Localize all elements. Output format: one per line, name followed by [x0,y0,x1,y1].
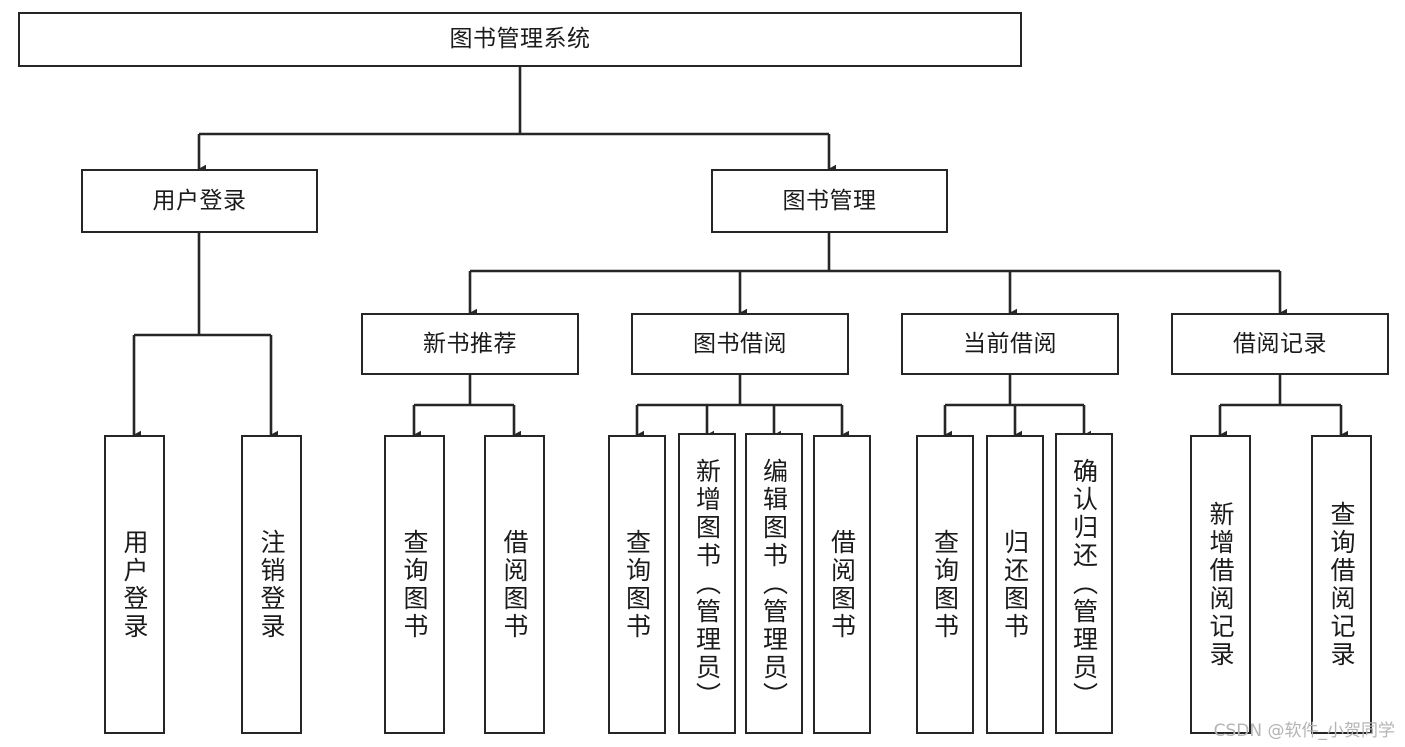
root-node-图书管理系统-0[interactable]: 图书管理系统 [18,12,1022,67]
leaf-node-编辑图书管理员-6[interactable]: 编辑图书（管理员） [745,433,803,734]
leaf-node-查询借阅记录-12[interactable]: 查询借阅记录 [1311,435,1372,734]
node-label: 用户登录 [152,187,247,214]
leaf-node-新增图书管理员-5[interactable]: 新增图书（管理员） [678,433,736,734]
node-label: 新书推荐 [423,330,517,357]
level3-node-借阅记录-3[interactable]: 借阅记录 [1171,313,1389,375]
leaf-node-查询图书-2[interactable]: 查询图书 [384,435,445,734]
node-label: 查询图书 [930,528,960,641]
leaf-node-借阅图书-3[interactable]: 借阅图书 [484,435,545,734]
leaf-node-归还图书-9[interactable]: 归还图书 [986,435,1044,734]
watermark-label: CSDN @软件_小贺同学 [1213,721,1395,741]
node-label: 新增图书（管理员） [692,457,722,710]
node-label: 查询图书 [400,528,429,641]
node-label: 确认归还（管理员） [1069,457,1099,710]
node-label: 用户登录 [120,528,149,641]
leaf-node-新增借阅记录-11[interactable]: 新增借阅记录 [1190,435,1251,734]
node-label: 编辑图书（管理员） [759,457,789,710]
level2-node-用户登录-0[interactable]: 用户登录 [81,169,318,233]
level3-node-新书推荐-0[interactable]: 新书推荐 [361,313,579,375]
leaf-node-确认归还管理员-10[interactable]: 确认归还（管理员） [1055,433,1113,734]
node-label: 图书借阅 [693,330,787,357]
level2-node-图书管理-1[interactable]: 图书管理 [711,169,948,233]
node-label: 查询图书 [622,528,652,641]
leaf-node-查询图书-8[interactable]: 查询图书 [916,435,974,734]
level3-node-当前借阅-2[interactable]: 当前借阅 [901,313,1119,375]
node-label: 当前借阅 [963,330,1057,357]
node-label: 借阅图书 [827,528,857,641]
node-label: 借阅图书 [500,528,529,641]
node-label: 归还图书 [1000,528,1030,641]
node-label: 查询借阅记录 [1327,500,1356,669]
leaf-node-注销登录-1[interactable]: 注销登录 [241,435,302,734]
node-label: 注销登录 [257,528,286,641]
node-label: 新增借阅记录 [1206,500,1235,669]
node-label: 借阅记录 [1233,330,1327,357]
leaf-node-借阅图书-7[interactable]: 借阅图书 [813,435,871,734]
connector-group [132,67,1348,440]
leaf-node-查询图书-4[interactable]: 查询图书 [608,435,666,734]
level3-node-图书借阅-1[interactable]: 图书借阅 [631,313,849,375]
leaf-node-用户登录-0[interactable]: 用户登录 [104,435,165,734]
node-label: 图书管理系统 [449,26,591,53]
node-label: 图书管理 [782,187,877,214]
